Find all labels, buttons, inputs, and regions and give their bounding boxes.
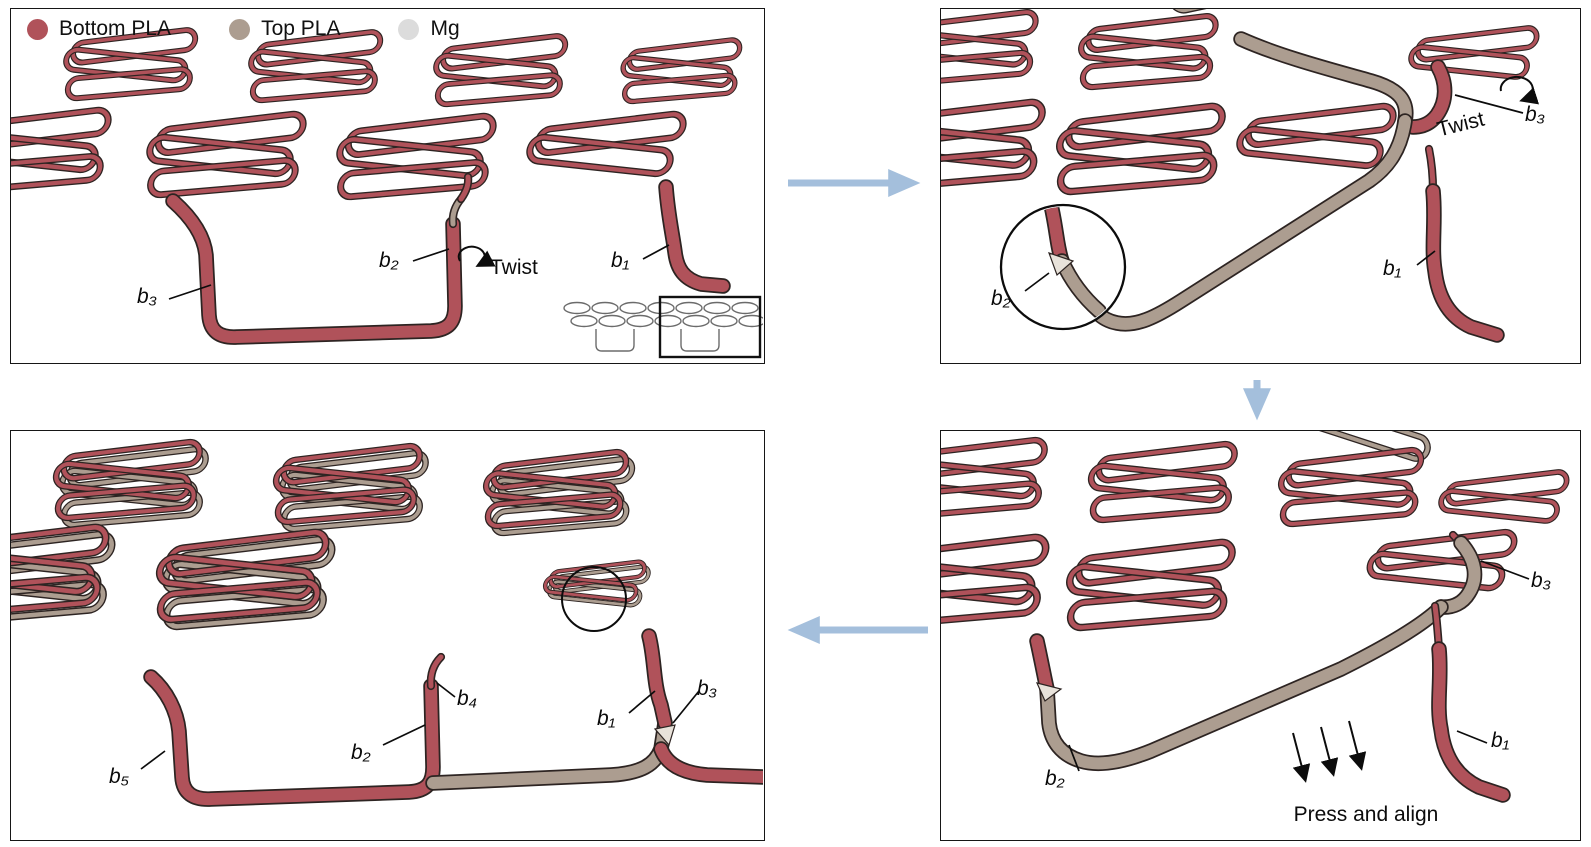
label-b5: b₅ — [109, 765, 130, 788]
legend: Bottom PLA Top PLA Mg — [27, 17, 460, 41]
twist-arrow — [457, 245, 496, 267]
annotation-circle — [561, 566, 627, 632]
label-b2: b₂ — [1045, 767, 1065, 790]
pattern-inset — [563, 295, 763, 359]
panel-step-1: Bottom PLA Top PLA Mg — [10, 8, 765, 364]
twisted-ribbon-band — [1029, 530, 1511, 803]
panel-step-2: b₂ b₁ b₃ Twist — [940, 8, 1581, 364]
inset-highlight-rect — [658, 295, 762, 359]
legend-item-top-pla: Top PLA — [229, 17, 340, 41]
legend-label: Mg — [430, 17, 460, 40]
legend-label: Top PLA — [261, 17, 341, 40]
top-pla-swatch-icon — [229, 18, 251, 40]
meander-rows — [941, 439, 1569, 629]
label-b4: b₄ — [457, 687, 478, 710]
leader-lines — [168, 244, 670, 300]
panel-step-4: b₅ b₂ b₄ b₁ b₃ — [10, 430, 765, 841]
panel-step-3: b₂ b₁ b₃ Press and align — [940, 430, 1581, 841]
leader-lines — [140, 682, 700, 770]
label-b2: b₂ — [991, 287, 1011, 310]
label-b3: b₃ — [1525, 103, 1546, 126]
base-loop-band — [165, 172, 731, 345]
leader-lines — [1068, 560, 1530, 772]
panel-4-drawing — [11, 431, 763, 807]
panel-1-drawing — [11, 9, 763, 359]
leader-lines — [1024, 94, 1524, 292]
label-b1: b₁ — [1491, 729, 1510, 752]
bottom-pla-swatch-icon — [27, 18, 48, 40]
mg-swatch-icon — [398, 18, 420, 40]
panel-2-drawing — [941, 9, 1579, 343]
label-b3: b₃ — [1531, 569, 1552, 592]
label-b3: b₃ — [697, 677, 718, 700]
twisted-ribbon-band — [1075, 59, 1505, 343]
label-b1: b₁ — [1383, 257, 1402, 280]
legend-item-bottom-pla: Bottom PLA — [27, 17, 171, 41]
label-b2: b₂ — [351, 741, 371, 764]
label-b3: b₃ — [137, 285, 158, 308]
twist-annotation: Twist — [490, 256, 538, 279]
label-b1: b₁ — [611, 249, 630, 272]
legend-label: Bottom PLA — [59, 17, 172, 40]
lifted-top-pla-loops — [1160, 9, 1414, 129]
meander-rows — [11, 29, 742, 198]
label-b1: b₁ — [597, 707, 616, 730]
meander-rows-stacked — [11, 441, 651, 628]
panel-3-drawing — [941, 431, 1579, 803]
press-arrows — [1292, 720, 1367, 783]
magnifier-circle — [999, 203, 1127, 331]
press-and-align-annotation: Press and align — [1293, 803, 1439, 826]
joined-ribbon-bands — [143, 628, 763, 807]
label-b2: b₂ — [379, 249, 399, 272]
twist-arrow — [1499, 75, 1540, 105]
legend-item-mg: Mg — [398, 17, 460, 41]
